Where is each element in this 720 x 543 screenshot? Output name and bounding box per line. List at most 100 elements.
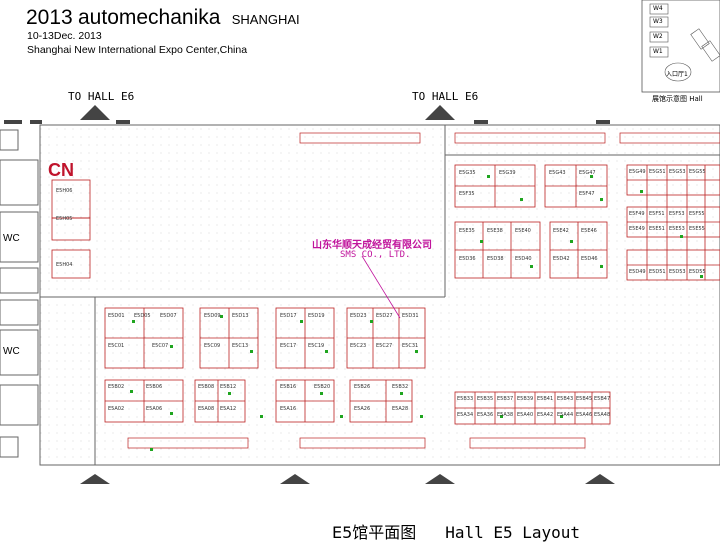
booth-label: E5D09 [204, 313, 221, 319]
entrance-arrow-top-right [425, 105, 455, 120]
booth-label: E5B41 [537, 396, 554, 402]
booth-label: E5F35 [459, 191, 475, 197]
booth-label: E5D38 [487, 256, 504, 262]
booth-label: E5G53 [669, 169, 686, 175]
booth-label: E5B20 [314, 384, 331, 390]
booth-label: E5E46 [581, 228, 597, 234]
highlight-pointer [361, 255, 401, 319]
exhibitor-markers [130, 175, 703, 451]
booth-label: E5E38 [487, 228, 503, 234]
booth-label: E5E49 [629, 226, 645, 232]
highlight-company-en: SMS CO., LTD. [340, 250, 411, 260]
booth-label: E5D40 [515, 256, 532, 262]
booth-label: E5E40 [515, 228, 531, 234]
event-name: automechanika [78, 6, 221, 29]
booth-label: E5C19 [308, 343, 325, 349]
booth-label: E5B35 [477, 396, 494, 402]
booth-label: E5B33 [457, 396, 474, 402]
booth-label: E5E53 [669, 226, 685, 232]
booth-label: E5A48 [594, 412, 611, 418]
booth-label: E5D23 [350, 313, 367, 319]
booth-label: E5A12 [220, 406, 237, 412]
booth-label: E5B47 [594, 396, 611, 402]
booth-label: E5C27 [376, 343, 393, 349]
booth-label: E5G51 [649, 169, 666, 175]
booth-label: E5E42 [553, 228, 569, 234]
left-service-rooms [0, 129, 39, 458]
layout-caption: E5馆平面图 Hall E5 Layout [332, 519, 580, 543]
booth-label: E5H04 [56, 262, 73, 268]
booth-label: E5B45 [576, 396, 593, 402]
booth-label: E5D05 [134, 313, 151, 319]
cn-pavilion-booths [51, 179, 91, 279]
booth-label: E5A34 [457, 412, 474, 418]
booth-label: E5B02 [108, 384, 125, 390]
booth-label: E5A46 [576, 412, 593, 418]
booth-label: E5B06 [146, 384, 163, 390]
central-booth-blocks [104, 307, 426, 423]
booth-label: E5B08 [198, 384, 215, 390]
event-city: SHANGHAI [231, 12, 300, 27]
booth-label: E5D42 [553, 256, 570, 262]
booth-label: E5A28 [392, 406, 409, 412]
booth-label: E5C13 [232, 343, 249, 349]
event-dates: 10-13Dec. 2013 [27, 30, 102, 42]
top-wall-booths [299, 132, 720, 144]
booth-label: E5A06 [146, 406, 163, 412]
booth-label: E5B32 [392, 384, 409, 390]
booth-label: E5H05 [56, 216, 73, 222]
inset-caption: 展馆示意图 Hall [652, 95, 703, 103]
booth-label: E5C31 [402, 343, 419, 349]
booth-label: E5C07 [152, 343, 169, 349]
booth-label: E5E35 [459, 228, 475, 234]
right-booth-blocks [454, 164, 720, 425]
booth-label: E5D36 [459, 256, 476, 262]
entrance-arrow-bottom-far [585, 474, 615, 484]
booth-label: E5A02 [108, 406, 125, 412]
booth-label: E5B16 [280, 384, 297, 390]
booth-label: E5C23 [350, 343, 367, 349]
booth-label: E5D49 [629, 269, 646, 275]
booth-label: E5D53 [669, 269, 686, 275]
booth-label: E5G35 [459, 170, 476, 176]
inset-hall-w2: W2 [653, 33, 663, 40]
booth-label: E5D19 [308, 313, 325, 319]
booth-label: E5D01 [108, 313, 125, 319]
event-venue: Shanghai New International Expo Center,C… [27, 44, 248, 56]
highlight-company-cn: 山东华顺天成经贸有限公司 [312, 240, 432, 251]
bottom-wall-booths [127, 437, 586, 449]
booth-label: E5D13 [232, 313, 249, 319]
booth-label: E5F51 [649, 211, 665, 217]
hall-overview-inset [641, 0, 720, 93]
booth-label: E5D51 [649, 269, 666, 275]
inset-hall-w1: W1 [653, 48, 663, 55]
booth-label: E5G49 [629, 169, 646, 175]
booth-label: E5G39 [499, 170, 516, 176]
wc-top-label: WC [3, 233, 20, 244]
booth-label: E5C01 [108, 343, 125, 349]
booth-label: E5B43 [557, 396, 574, 402]
booth-label: E5A16 [280, 406, 297, 412]
booth-label: E5A38 [497, 412, 514, 418]
layout-caption-en: Hall E5 Layout [445, 523, 581, 542]
booth-label: E5G55 [689, 169, 706, 175]
entrance-arrow-top-left [80, 105, 110, 120]
booth-label: E5A44 [557, 412, 574, 418]
booth-label: E5E55 [689, 226, 705, 232]
event-year: 2013 [26, 6, 73, 29]
booth-label: E5B37 [497, 396, 514, 402]
booth-label: E5G47 [579, 170, 596, 176]
booth-label: E5B26 [354, 384, 371, 390]
booth-label: E5A26 [354, 406, 371, 412]
entrance-arrow-bottom-right [425, 474, 455, 484]
booth-label: E5D07 [160, 313, 177, 319]
booth-label: E5F47 [579, 191, 595, 197]
entrance-arrow-bottom-left [80, 474, 110, 484]
booth-label: E5C09 [204, 343, 221, 349]
to-hall-e6-left-label: TO HALL E6 [68, 90, 135, 103]
booth-label: E5A40 [517, 412, 534, 418]
event-title: 2013 automechanika SHANGHAI [26, 6, 300, 30]
booth-label: E5F49 [629, 211, 645, 217]
booth-label: E5D31 [402, 313, 419, 319]
